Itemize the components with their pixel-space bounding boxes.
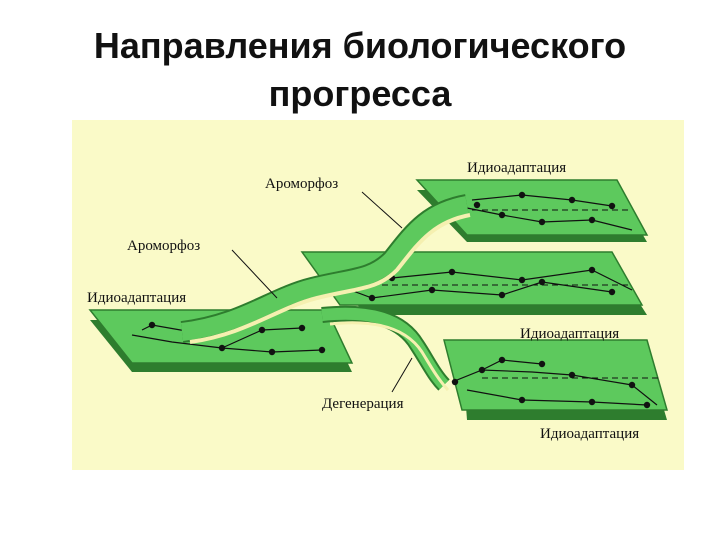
evolution-directions-diagram: Идиоадаптация Ароморфоз Ароморфоз Идиоад…: [72, 120, 684, 470]
ribbons: [180, 194, 471, 392]
slide-title-line1: Направления биологического: [93, 25, 627, 66]
label-idioadaptation-middle: Идиоадаптация: [520, 326, 619, 342]
label-aromorphosis-lower: Ароморфоз: [127, 238, 200, 254]
plate-bottom-right: [443, 339, 668, 420]
label-aromorphosis-upper: Ароморфоз: [265, 176, 338, 192]
label-idioadaptation-bottom: Идиоадаптация: [540, 426, 639, 442]
label-degeneration: Дегенерация: [322, 396, 404, 412]
label-idioadaptation-top: Идиоадаптация: [467, 160, 566, 176]
plate-top-right: [415, 179, 649, 242]
label-idioadaptation-left: Идиоадаптация: [87, 290, 186, 306]
leader-lines: [231, 191, 413, 393]
slide-title-line2: прогресса: [268, 73, 452, 114]
